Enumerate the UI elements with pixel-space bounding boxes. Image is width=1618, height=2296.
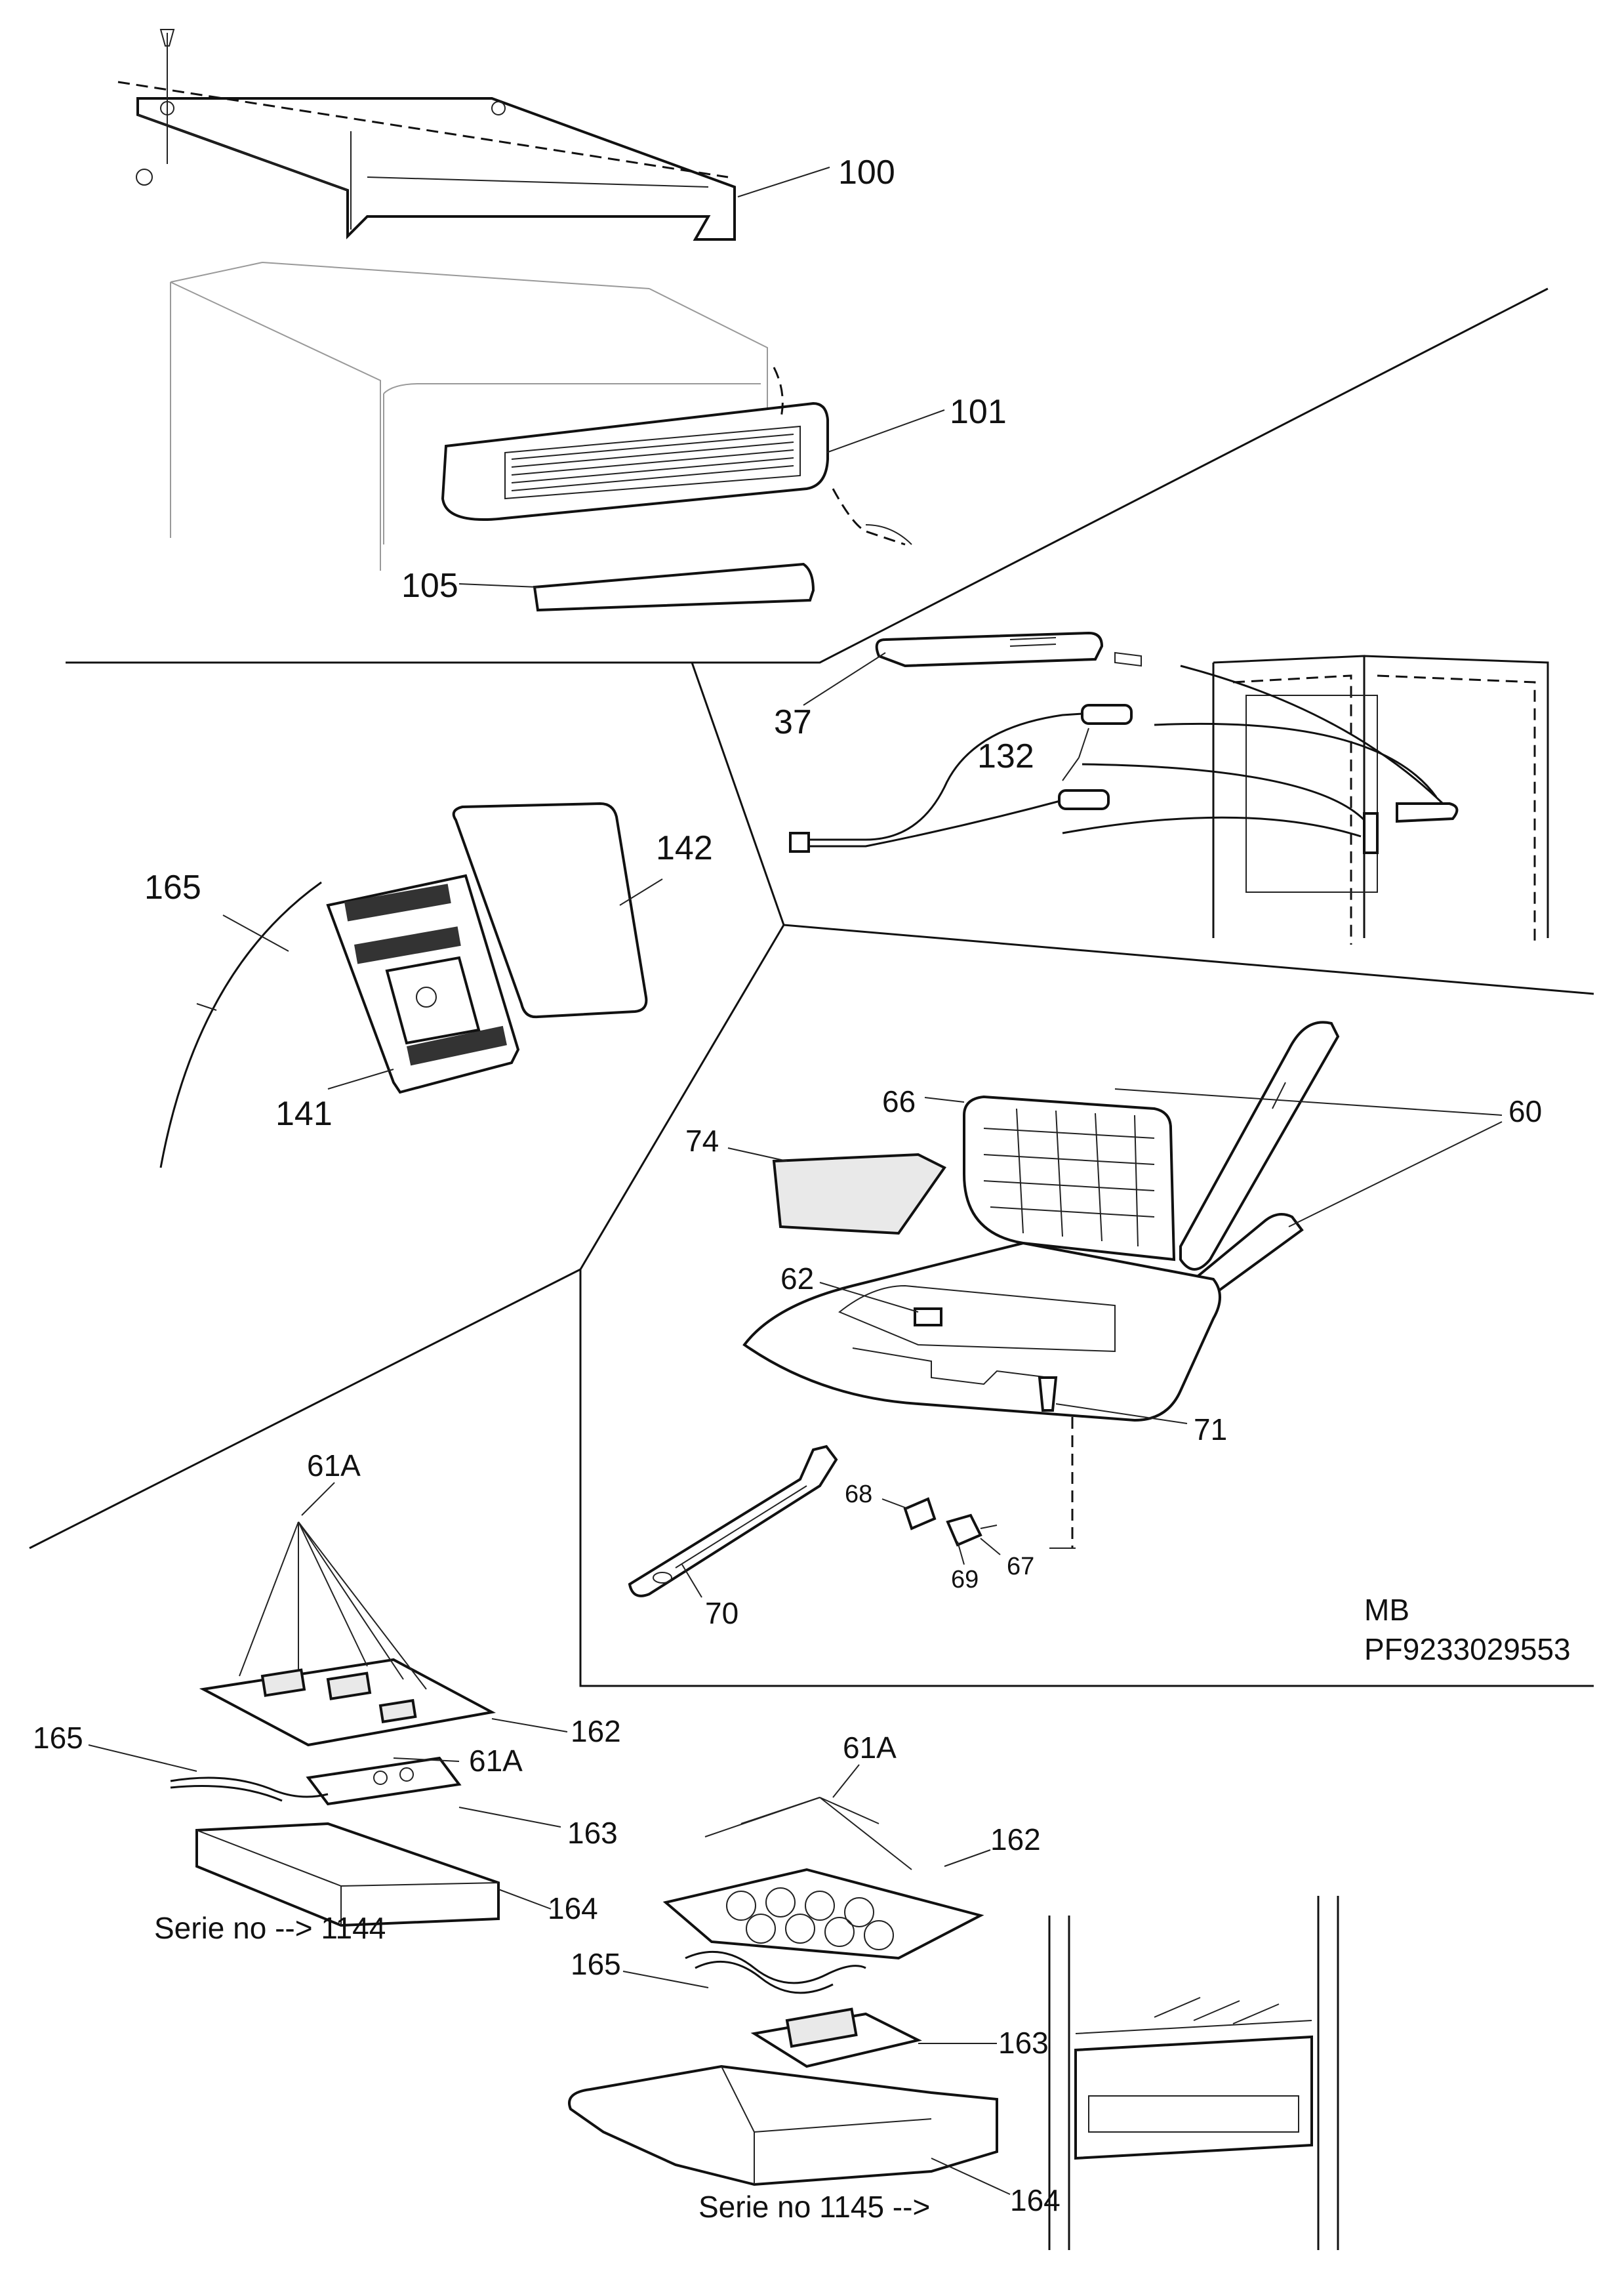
callout-162-left: 162 — [571, 1714, 621, 1748]
insulation-part-74 — [772, 1153, 946, 1235]
callout-67: 67 — [1007, 1553, 1034, 1580]
pcb-housing-part-164b — [568, 2064, 998, 2186]
callout-62: 62 — [780, 1261, 814, 1296]
control-panel-part-101 — [441, 367, 912, 546]
callout-69: 69 — [951, 1566, 979, 1593]
callout-162-right: 162 — [990, 1822, 1041, 1856]
filter-housing-part-141 — [326, 874, 520, 1094]
callout-132: 132 — [977, 737, 1034, 775]
callout-164-left: 164 — [548, 1891, 598, 1925]
pcb-part-163b — [750, 2007, 922, 2068]
fridge-corner — [1212, 655, 1549, 945]
leader-lines — [88, 167, 1503, 2195]
callout-163-left: 163 — [567, 1816, 618, 1850]
grille-part-66 — [963, 1095, 1176, 1261]
callout-165-left: 165 — [33, 1721, 83, 1755]
callout-165-right: 165 — [571, 1947, 621, 1981]
callout-60: 60 — [1508, 1094, 1542, 1128]
assembly-arrows-top — [1062, 665, 1444, 838]
notes: MB PF9233029553 Serie no --> 1144 Serie … — [154, 1593, 1571, 2224]
cabinet-outline — [170, 262, 768, 571]
callout-61a-top: 61A — [307, 1448, 361, 1483]
sensor-bracket-part-37 — [875, 631, 1142, 668]
callout-61a-mid: 61A — [469, 1744, 523, 1778]
sensor-cable-part-132 — [789, 704, 1133, 853]
part-number: PF9233029553 — [1364, 1632, 1571, 1666]
strip-part-105 — [533, 562, 815, 612]
callout-37: 37 — [774, 703, 812, 741]
cable-part-165a — [159, 881, 322, 1168]
slide-part-70 — [628, 1445, 838, 1597]
callout-71: 71 — [1194, 1412, 1227, 1446]
callout-105: 105 — [401, 567, 458, 605]
callout-70: 70 — [705, 1596, 738, 1630]
callout-100: 100 — [838, 154, 895, 192]
pcb-part-163a — [306, 1756, 462, 1806]
pcb-housing-part-164a — [195, 1822, 500, 1927]
callout-165: 165 — [144, 869, 201, 907]
section-dividers — [29, 287, 1594, 1687]
valve-parts-67-68-69 — [903, 1497, 998, 1547]
callouts: 100 101 105 37 132 142 165 141 66 60 74 … — [33, 154, 1542, 2217]
serie-note-old: Serie no --> 1144 — [154, 1911, 386, 1945]
callout-142: 142 — [656, 829, 713, 867]
filter-cover-part-142 — [452, 802, 648, 1019]
callout-74: 74 — [685, 1124, 719, 1158]
callout-68: 68 — [845, 1481, 872, 1508]
model-code: MB — [1364, 1593, 1409, 1627]
drain-tray — [742, 1241, 1221, 1422]
pcb-cover-part-162b — [662, 1797, 984, 1960]
cable-part-165b — [170, 1776, 329, 1802]
top-cover-part-100 — [117, 29, 736, 241]
callout-163-right: 163 — [998, 2026, 1049, 2060]
callout-141: 141 — [275, 1095, 333, 1133]
callout-164-right: 164 — [1010, 2183, 1061, 2217]
fridge-interior — [1048, 1896, 1339, 2250]
plug-part-71 — [1038, 1376, 1076, 1549]
callout-101: 101 — [950, 393, 1007, 431]
cable-part-165c — [685, 1950, 866, 1994]
callout-66: 66 — [882, 1084, 916, 1118]
pcb-cover-part-162a — [199, 1521, 496, 1747]
callout-61a-right: 61A — [843, 1731, 897, 1765]
serie-note-new: Serie no 1145 --> — [698, 2190, 930, 2224]
